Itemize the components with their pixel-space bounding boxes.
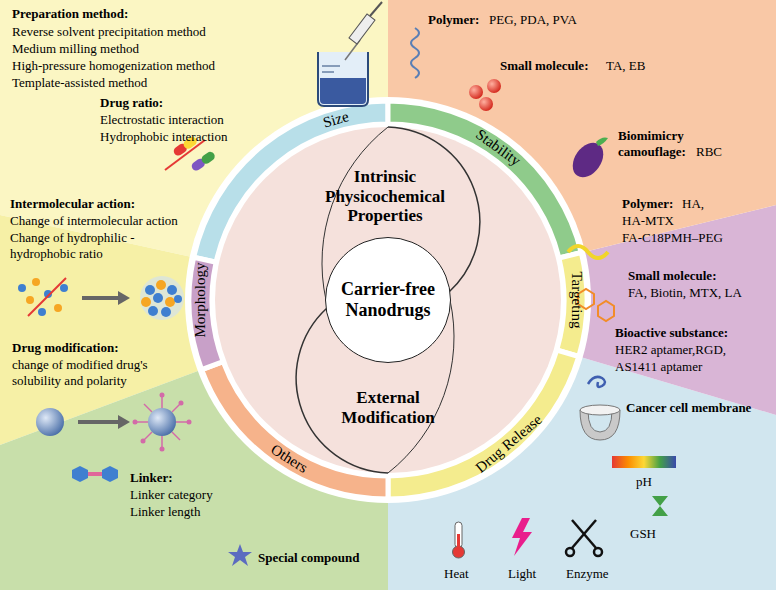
category-heading: Intermolecular action:: [10, 196, 135, 212]
node-text: Carrier-free Nanodrugs: [334, 279, 442, 320]
item-text: Reverse solvent precipitation method: [12, 24, 206, 40]
nanoparticle-cluster-icon: [140, 276, 184, 320]
category-heading: Linker:: [130, 470, 173, 486]
category-heading: Polymer:: [428, 12, 479, 28]
ph-scale-icon: [612, 456, 676, 468]
linker-icon: [72, 466, 118, 482]
aptamer-icon: [588, 377, 605, 387]
item-text: TA, EB: [606, 58, 645, 74]
item-text: Change of hydrophilic -hydrophobic ratio: [10, 230, 160, 262]
star-icon: [228, 544, 252, 566]
scissors-icon: [566, 520, 602, 556]
beaker-icon: [318, 52, 368, 106]
category-heading: Small molecule:: [628, 268, 716, 284]
category-heading: Special compound: [258, 550, 360, 566]
item-text: High-pressure homogenization method: [12, 58, 215, 74]
item-text: HA,: [682, 196, 704, 212]
item-text: GSH: [630, 526, 656, 542]
item-text: Medium milling method: [12, 41, 139, 57]
external-region: External Modification: [318, 388, 458, 427]
item-text: HA-MTX: [622, 213, 674, 229]
category-heading: Drug ratio:: [100, 95, 163, 111]
item-text: HER2 aptamer,RGD,: [615, 342, 726, 358]
node-text: Morphology: [192, 263, 209, 338]
node-text: Targeting: [567, 272, 584, 329]
ring-segment: [557, 253, 587, 357]
pill-icon: [190, 150, 216, 172]
item-text: FA, Biotin, MTX, LA: [628, 285, 742, 301]
category-heading: Biomimicry camouflage:: [618, 128, 700, 160]
slash-mark: [165, 140, 205, 170]
item-text: Heat: [444, 566, 469, 582]
item-text: RBC: [696, 144, 722, 160]
drug-modification-icon: [36, 393, 192, 452]
item-text: Light: [508, 566, 536, 582]
item-text: Template-assisted method: [12, 75, 147, 91]
cell-membrane-icon: [580, 405, 620, 440]
category-heading: Drug modification:: [12, 340, 119, 356]
item-text: Linker category: [130, 487, 213, 503]
item-text: Enzyme: [566, 566, 609, 582]
thermometer-icon: [453, 522, 465, 558]
ring-label-band: Morphology: [192, 263, 209, 338]
lightning-icon: [512, 518, 532, 556]
item-text: PEG, PDA, PVA: [489, 12, 577, 28]
rbc-icon: [566, 137, 609, 183]
item-text: Change of intermolecular action: [10, 213, 178, 229]
ring-label-band: Targeting: [567, 272, 584, 329]
intrinsic-region: Intrinsic Physicochemical Properties: [310, 167, 460, 226]
category-heading: Bioactive substance:: [615, 325, 728, 341]
category-heading: Cancer cell membrane: [626, 400, 751, 416]
item-text: FA-C18PMH–PEG: [622, 230, 723, 246]
polymer-chain-icon: [411, 28, 419, 78]
hourglass-icon: [652, 496, 668, 516]
polymer-chain-icon: [568, 246, 608, 258]
small-molecule-icon: [469, 79, 501, 111]
molecule-dots-icon: [18, 278, 130, 316]
item-text: Hydrophobic interaction: [100, 129, 227, 145]
node-text: External Modification: [318, 388, 458, 427]
item-text: pH: [636, 474, 652, 490]
center-circle: Carrier-free Nanodrugs: [325, 237, 451, 363]
category-heading: Preparation method:: [12, 6, 128, 22]
category-heading: Small molecule:: [500, 58, 588, 74]
syringe-icon: [345, 2, 382, 60]
item-text: AS1411 aptamer: [615, 359, 702, 375]
node-text: Intrinsic Physicochemical Properties: [310, 167, 460, 226]
item-text: change of modified drug's solubility and…: [12, 357, 187, 389]
ring-base: [185, 97, 591, 503]
item-text: Electrostatic interaction: [100, 112, 224, 128]
item-text: Linker length: [130, 504, 200, 520]
category-heading: Polymer:: [622, 196, 673, 212]
inner-disc: [215, 127, 561, 473]
